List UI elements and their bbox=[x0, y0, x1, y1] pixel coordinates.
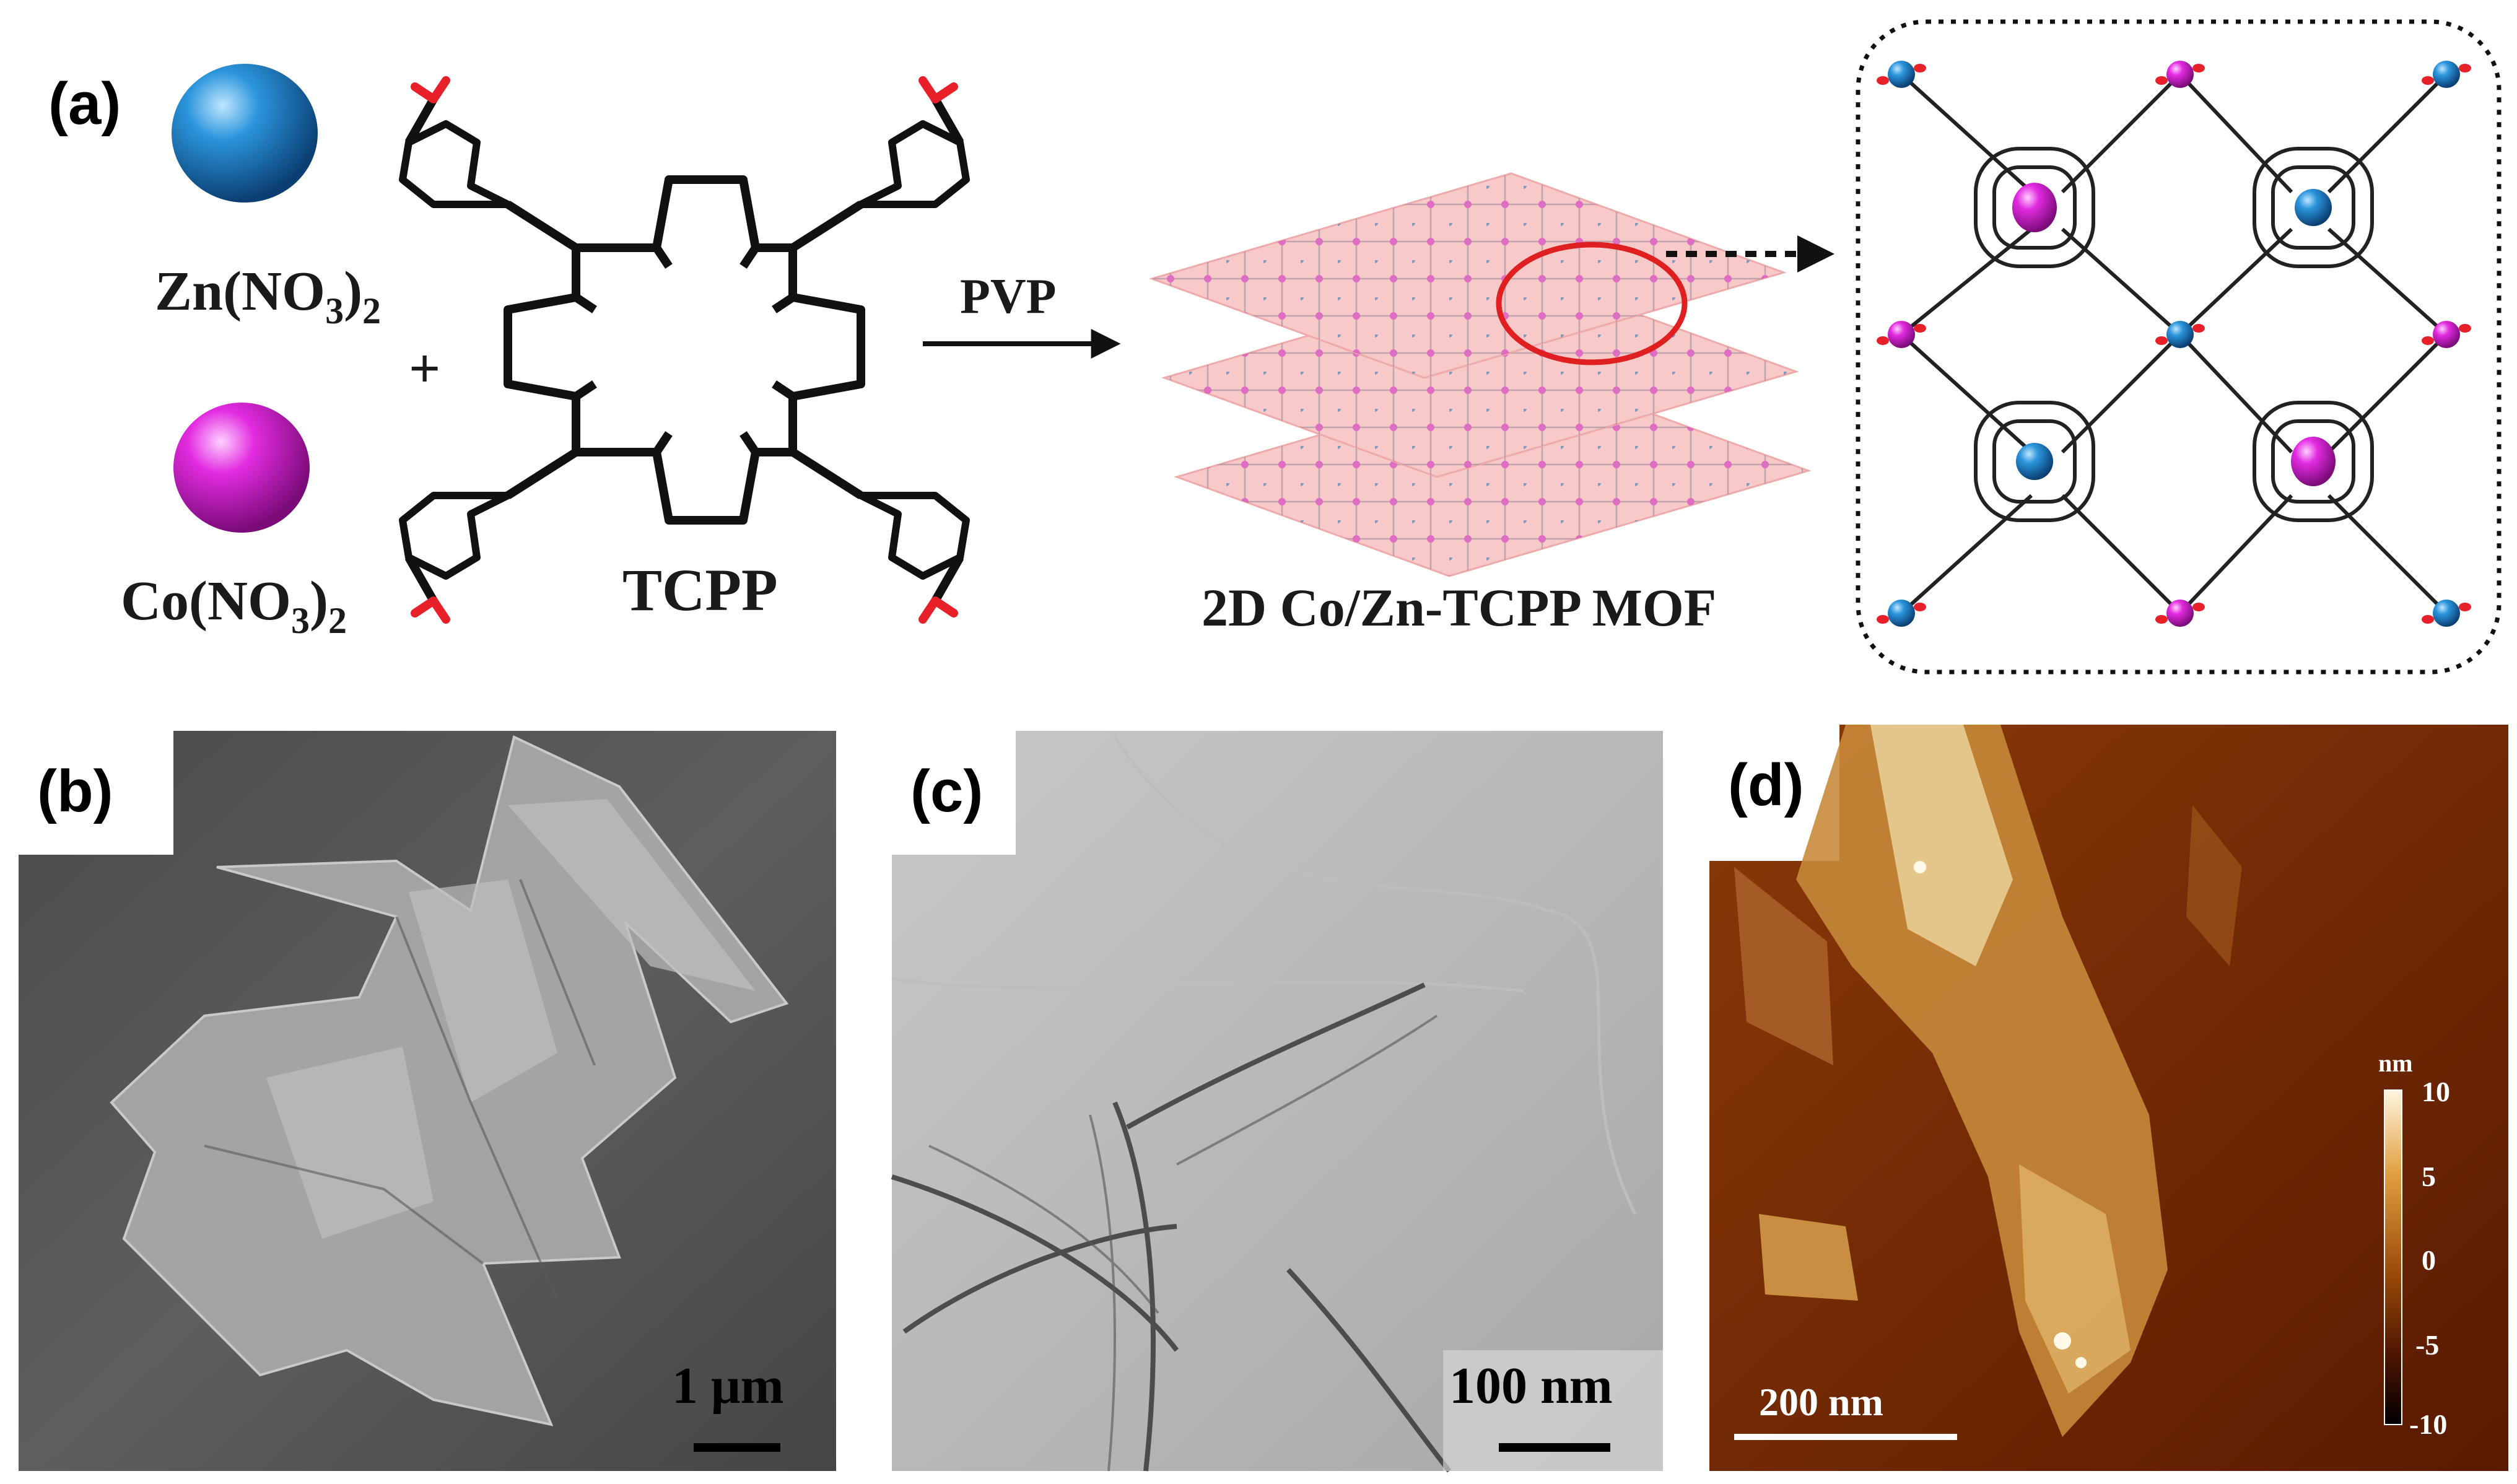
co-salt-label: Co(NO3)2 bbox=[121, 570, 347, 641]
tcpp-molecule-icon bbox=[399, 97, 970, 603]
panel-label-d: (d) bbox=[1728, 752, 1804, 818]
sem-scale-bar bbox=[694, 1443, 780, 1452]
tem-scale-bar bbox=[1499, 1443, 1610, 1452]
highlight-circle-icon bbox=[1496, 242, 1688, 365]
zn-salt-label: Zn(NO3)2 bbox=[155, 261, 381, 331]
afm-colorbar bbox=[2384, 1089, 2402, 1425]
zn-sphere-icon bbox=[172, 64, 318, 203]
co-center-icon bbox=[2291, 437, 2336, 486]
panel-d-afm-image: (d) 200 nm nm 10 5 0 -5 -10 bbox=[1709, 725, 2508, 1471]
colorbar-tick: 10 bbox=[2422, 1076, 2450, 1107]
zoom-box bbox=[1856, 19, 2502, 674]
plus-sign: + bbox=[409, 338, 440, 399]
colorbar-tick: 5 bbox=[2422, 1161, 2436, 1192]
co-center-icon bbox=[2012, 183, 2057, 232]
sem-scale-label: 1 μm bbox=[672, 1357, 784, 1415]
mof-sheets-icon bbox=[1149, 172, 1812, 577]
mof-label: 2D Co/Zn-TCPP MOF bbox=[1202, 578, 1716, 637]
afm-scale-label: 200 nm bbox=[1759, 1380, 1883, 1424]
zn-center-icon bbox=[2295, 189, 2332, 226]
panel-b-sem-image: (b) 1 μm bbox=[19, 731, 836, 1471]
pvp-label: PVP bbox=[960, 269, 1057, 324]
colorbar-tick: -10 bbox=[2409, 1408, 2447, 1440]
colorbar-tick: -5 bbox=[2415, 1329, 2439, 1361]
panel-label-c: (c) bbox=[910, 758, 983, 824]
afm-scale-bar bbox=[1734, 1434, 1957, 1440]
mof-lattice-icon bbox=[1900, 72, 2448, 615]
co-sphere-icon bbox=[173, 403, 310, 533]
panel-label-a: (a) bbox=[48, 71, 121, 137]
colorbar-ticks: 10 5 0 -5 -10 bbox=[2409, 1076, 2450, 1440]
colorbar-tick: 0 bbox=[2422, 1244, 2436, 1276]
colorbar-unit-label: nm bbox=[2378, 1049, 2413, 1077]
panel-c-tem-image: (c) 100 nm bbox=[891, 731, 1663, 1473]
zn-center-icon bbox=[2016, 443, 2053, 480]
node-metal-icon bbox=[1877, 61, 2471, 627]
panel-label-b: (b) bbox=[37, 758, 113, 824]
tcpp-label: TCPP bbox=[622, 557, 778, 623]
carboxyl-group-icon bbox=[411, 76, 958, 624]
panel-a: (a) Zn(NO3)2 + Co(NO3)2 bbox=[48, 19, 2502, 674]
tem-scale-label: 100 nm bbox=[1449, 1357, 1613, 1415]
